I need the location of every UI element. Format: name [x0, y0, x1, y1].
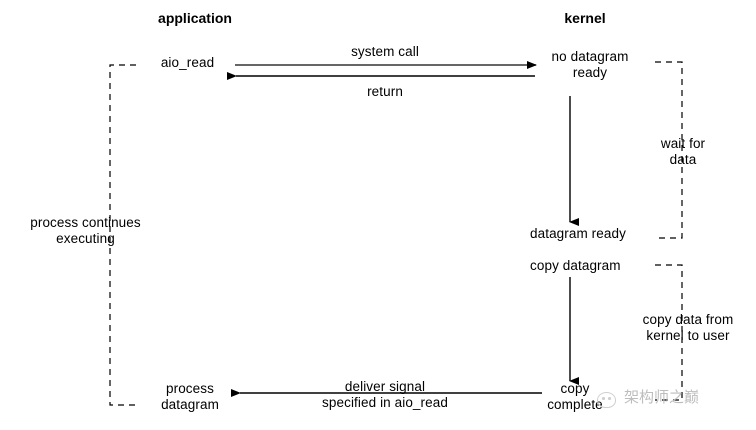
label-process-continues-executing: process continues executing — [30, 215, 141, 246]
label-specified-in-aio-read: specified in aio_read — [322, 395, 448, 410]
label-copy-complete: copy complete — [547, 381, 603, 412]
label-copy-data-from-kernel-to-user: copy data from kernel to user — [642, 312, 734, 343]
label-aio-read: aio_read — [160, 55, 215, 70]
label-deliver-signal: deliver signal — [344, 379, 426, 394]
label-return: return — [367, 84, 403, 99]
label-system-call: system call — [351, 44, 419, 59]
label-process-datagram: process datagram — [161, 381, 219, 412]
column-header-application: application — [158, 10, 232, 26]
label-wait-for-data: wait for data — [660, 136, 706, 167]
label-no-datagram-ready: no datagram ready — [551, 49, 629, 80]
label-datagram-ready: datagram ready — [530, 226, 626, 241]
column-header-kernel: kernel — [564, 10, 606, 26]
label-copy-datagram: copy datagram — [530, 258, 621, 273]
wechat-avatar-logo-icon — [597, 392, 616, 408]
watermark-text: 架构师之巅 — [624, 388, 700, 406]
